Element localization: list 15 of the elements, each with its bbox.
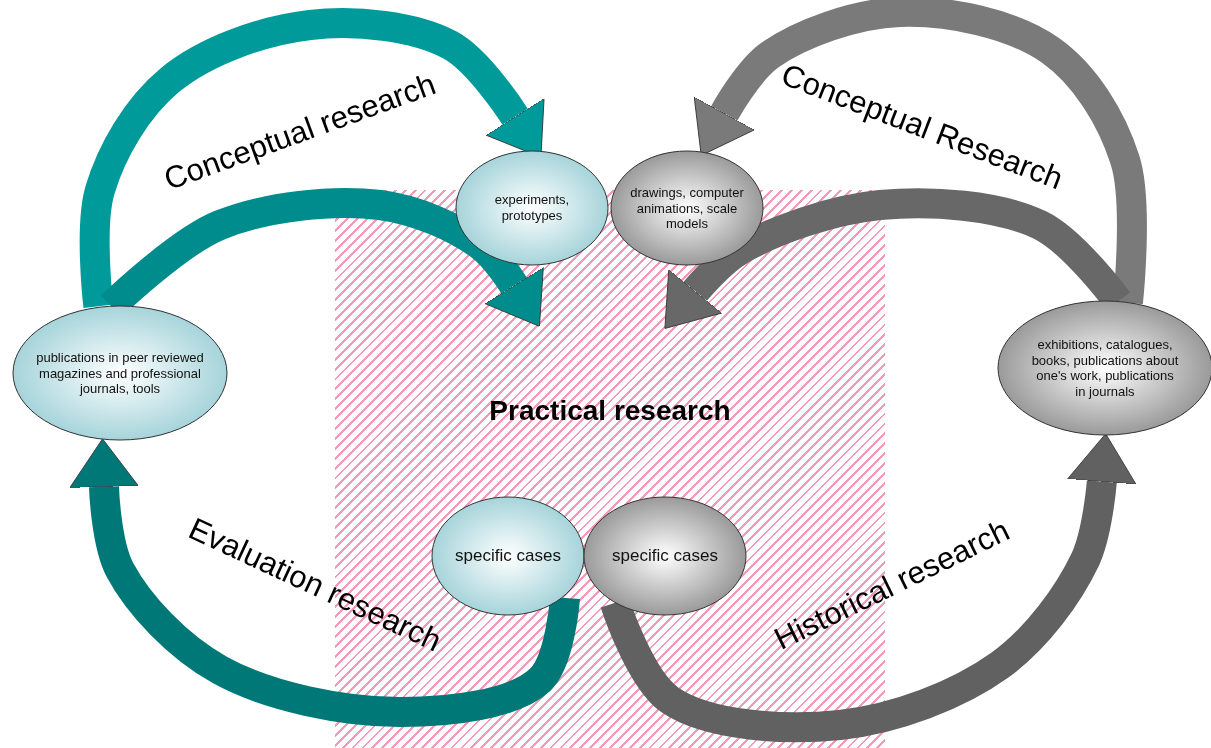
curved-arrow (693, 0, 1147, 305)
area-title: Practical research (488, 395, 732, 427)
node-text: publications in peer reviewed magazines and professional journals, tools (36, 349, 204, 397)
node-text: drawings, computer animations, scale models (629, 184, 745, 232)
node-text: specific cases (454, 545, 562, 567)
curved-arrow (101, 188, 544, 327)
node-text: exhibitions, catalogues, books, publications about one's work, publications in journals (1030, 336, 1180, 400)
ellipse-node (12, 305, 228, 441)
curved-arrow (79, 8, 545, 308)
node-text: specific cases (611, 545, 719, 567)
ellipse-node (610, 150, 764, 266)
curved-arrow (664, 188, 1130, 329)
ellipse-node (455, 150, 609, 266)
node-text: experiments, prototypes (493, 192, 571, 224)
ellipse-node (583, 496, 747, 616)
